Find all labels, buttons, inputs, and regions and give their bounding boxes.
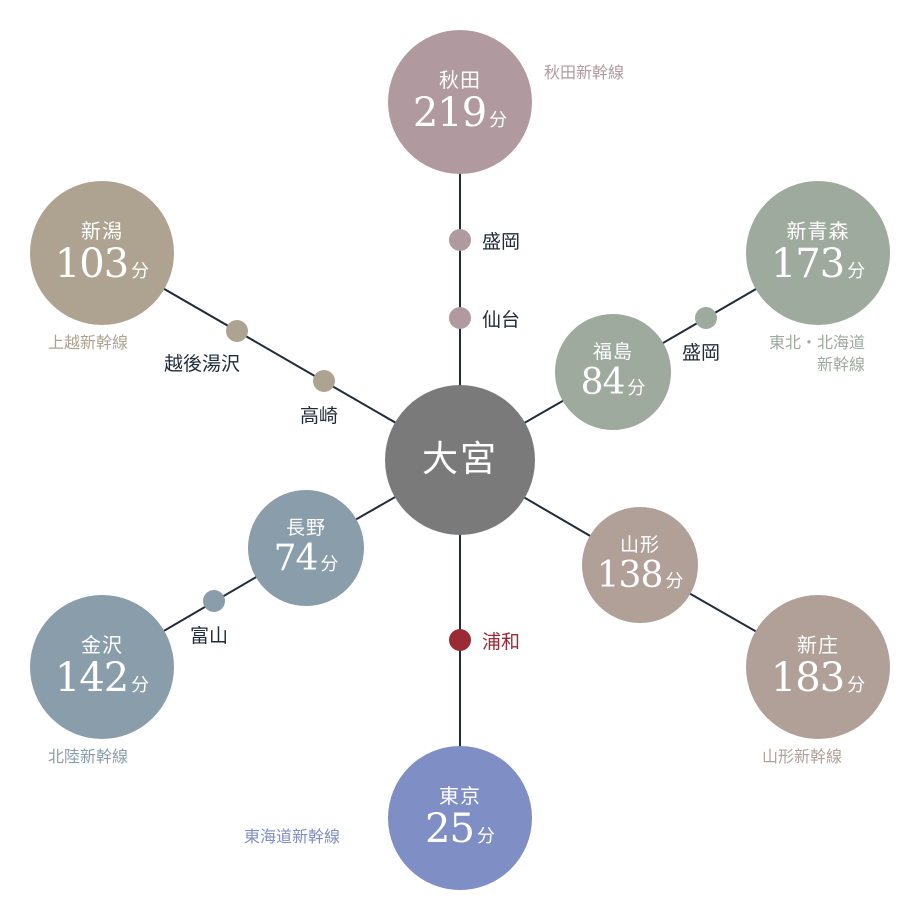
- station-name: 大宮: [421, 439, 498, 481]
- minutes-unit: 分: [665, 570, 684, 592]
- minutes-value: 74: [273, 537, 319, 579]
- line-name-hokuriku-shinkansen: 北陸新幹線: [48, 747, 129, 766]
- station-name: 新潟: [81, 219, 123, 243]
- station-name: 東京: [439, 784, 481, 808]
- stop-dot-sendai: [449, 307, 471, 329]
- stop-dot-morioka-tohoku: [695, 307, 717, 329]
- stop-dot-takasaki: [313, 370, 335, 392]
- line-name-yamagata-shinkansen: 山形新幹線: [762, 747, 843, 766]
- minutes-unit: 分: [489, 110, 508, 131]
- minutes-unit: 分: [476, 826, 495, 847]
- station-name: 長野: [285, 516, 326, 539]
- hub-station-omiya: 大宮: [385, 385, 535, 535]
- minutes-value: 183: [770, 655, 845, 701]
- line-name-tohoku-hokkaido-shinkansen: 東北・北海道 新幹線: [768, 333, 865, 375]
- line-name-joetsu-shinkansen: 上越新幹線: [48, 333, 129, 352]
- minutes-unit: 分: [847, 261, 866, 282]
- stop-label-urawa: 浦和: [482, 631, 521, 653]
- minutes-value: 173: [770, 241, 845, 287]
- station-name: 秋田: [439, 68, 481, 92]
- minutes-value: 25: [425, 806, 475, 852]
- stop-label-morioka-akita: 盛岡: [482, 231, 521, 253]
- minutes-unit: 分: [131, 261, 150, 282]
- line-name-akita-shinkansen: 秋田新幹線: [544, 63, 625, 82]
- minutes-unit: 分: [320, 553, 339, 575]
- stop-dot-echigoyuzawa: [226, 320, 248, 342]
- line-name-tokaido-shinkansen: 東海道新幹線: [244, 827, 341, 846]
- station-name: 新青森: [786, 219, 850, 243]
- stop-dot-toyama: [203, 590, 225, 612]
- minutes-value: 103: [54, 241, 129, 287]
- minutes-value: 219: [412, 90, 487, 136]
- stop-label-morioka-tohoku: 盛岡: [682, 342, 721, 364]
- stop-label-sendai: 仙台: [482, 309, 521, 331]
- minutes-unit: 分: [847, 675, 866, 696]
- stop-label-takasaki: 高崎: [300, 405, 339, 427]
- minutes-value: 138: [596, 554, 664, 596]
- minutes-unit: 分: [627, 377, 646, 399]
- station-name: 金沢: [81, 633, 123, 657]
- station-name: 新庄: [797, 633, 839, 657]
- stop-label-toyama: 富山: [190, 625, 229, 647]
- stop-label-echigoyuzawa: 越後湯沢: [164, 353, 241, 375]
- station-name: 福島: [592, 340, 633, 363]
- minutes-value: 142: [54, 655, 129, 701]
- stop-dot-morioka-akita: [449, 229, 471, 251]
- minutes-unit: 分: [131, 675, 150, 696]
- minutes-value: 84: [580, 361, 626, 403]
- stop-dot-urawa: [449, 629, 471, 651]
- station-name: 山形: [619, 533, 660, 556]
